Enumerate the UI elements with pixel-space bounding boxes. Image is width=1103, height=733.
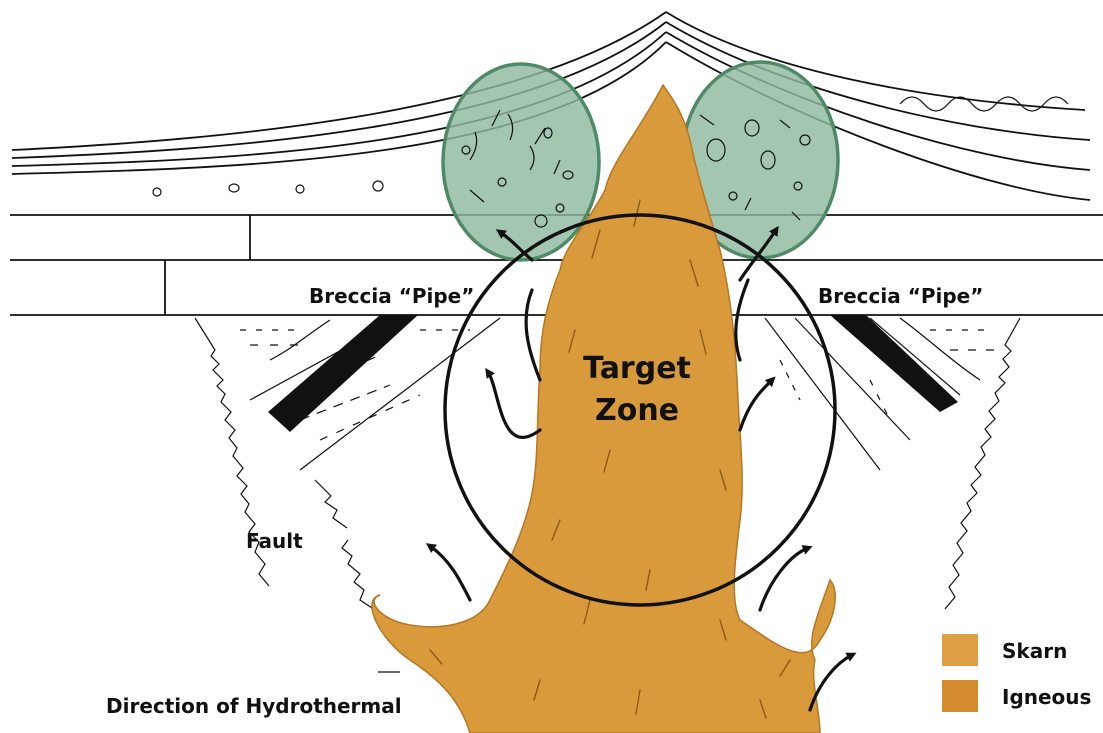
legend-label-skarn: Skarn bbox=[1002, 639, 1067, 663]
breccia-pipe-left bbox=[443, 64, 599, 260]
right-fault-block bbox=[765, 315, 1020, 609]
target-zone-label-line1: Target bbox=[583, 351, 691, 386]
fault-label: Fault bbox=[246, 529, 303, 553]
breccia-label-right: Breccia “Pipe” bbox=[818, 284, 983, 308]
target-zone-label-line2: Zone bbox=[595, 393, 679, 428]
legend-swatch-igneous bbox=[942, 680, 978, 712]
left-dyke bbox=[268, 315, 418, 432]
right-dyke bbox=[830, 315, 958, 412]
breccia-label-left: Breccia “Pipe” bbox=[309, 284, 474, 308]
pebbles bbox=[153, 181, 383, 196]
direction-label: Direction of Hydrothermal bbox=[106, 694, 402, 718]
legend-label-igneous: Igneous bbox=[1002, 685, 1091, 709]
legend: Skarn Igneous bbox=[942, 634, 1091, 712]
legend-swatch-skarn bbox=[942, 634, 978, 666]
left-fault-block bbox=[195, 315, 500, 608]
